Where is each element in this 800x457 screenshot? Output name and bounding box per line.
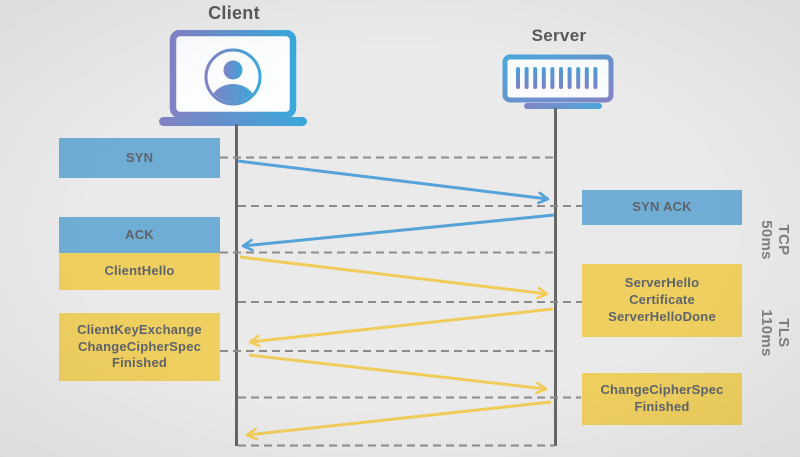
server-rack-icon (502, 54, 614, 109)
tcp-arrows (237, 159, 555, 252)
server-icon-wrap (499, 54, 617, 115)
arrow-finished (245, 400, 552, 441)
msg-box-serverhello: ServerHello Certificate ServerHelloDone (582, 264, 742, 337)
server-slot-bars (516, 67, 598, 89)
client-icon-wrap (158, 29, 308, 131)
phase-label-tls: TLS 110ms (758, 309, 793, 357)
msg-box-syn: SYN (59, 138, 220, 178)
laptop-icon (159, 29, 307, 126)
msg-box-synack: SYN ACK (582, 190, 742, 225)
phase-label-tcp: TCP 50ms (758, 220, 793, 260)
server-base (524, 103, 602, 109)
arrow-clienthello (239, 255, 549, 300)
tls-arrows (239, 255, 554, 441)
msg-box-clientkeyexchange: ClientKeyExchange ChangeCipherSpec Finis… (59, 313, 220, 381)
msg-box-clienthello: ClientHello (59, 253, 220, 290)
laptop-base (159, 117, 307, 126)
server-title: Server (531, 26, 587, 45)
user-avatar-icon (204, 48, 262, 106)
arrow-ack (241, 213, 555, 252)
dashed-reference-lines (220, 156, 582, 447)
client-title: Client (208, 3, 260, 23)
arrow-serverhello (248, 307, 554, 348)
arrow-syn (237, 159, 550, 205)
msg-box-changecipherfinished: ChangeCipherSpec Finished (582, 373, 742, 425)
msg-box-ack: ACK (59, 217, 220, 253)
arrow-clientkeyexchange (248, 353, 548, 395)
